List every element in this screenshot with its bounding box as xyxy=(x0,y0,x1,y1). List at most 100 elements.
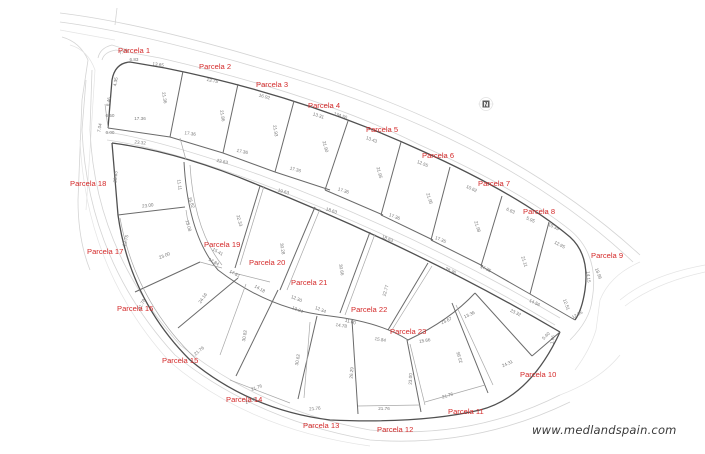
parcel-label-18: Parcela 18 xyxy=(70,179,107,188)
dimension-label: 17.36 xyxy=(236,148,249,155)
dimension-label: 12.51 xyxy=(562,298,571,311)
parcel-label-4: Parcela 4 xyxy=(308,101,341,110)
parcel-label-22: Parcela 22 xyxy=(351,305,388,314)
dimension-label: 7.04 xyxy=(96,122,103,132)
roads xyxy=(59,7,705,447)
dimension-label: 21.95 xyxy=(425,192,433,205)
dimension-label: 1.96 xyxy=(549,334,556,344)
dimension-label: 21.76 xyxy=(378,406,390,411)
parcel-label-1: Parcela 1 xyxy=(118,46,151,55)
parcel-label-11: Parcela 11 xyxy=(448,407,484,416)
svg-text:N: N xyxy=(484,102,489,109)
dimension-label: 13.08 xyxy=(185,219,193,232)
dimension-label: 13.75 xyxy=(206,77,219,84)
dimension-label: 23.67 xyxy=(440,316,453,326)
dimension-label: 21.95 xyxy=(376,166,384,179)
parcel-label-9: Parcela 9 xyxy=(591,251,624,260)
dimension-label: 14.18 xyxy=(254,284,267,294)
dimension-label: 23.63 xyxy=(216,158,229,165)
parcel-label-19: Parcela 19 xyxy=(204,240,241,249)
dimension-label: 6.83 xyxy=(506,206,517,214)
dimension-label: 11.00 xyxy=(344,318,357,326)
dimension-label: 17.36 xyxy=(134,116,146,121)
dimension-label: 12.34 xyxy=(314,305,327,314)
parcel-label-13: Parcela 13 xyxy=(303,421,340,430)
dimension-label: 21.93 xyxy=(272,125,279,138)
dimension-label: 5.95 xyxy=(526,215,537,223)
dimension-label: 21.36 xyxy=(161,92,168,105)
dimension-label: 30.28 xyxy=(279,243,286,256)
dimension-label: 10.35 xyxy=(547,222,560,232)
dimension-label: 17.81 xyxy=(228,269,241,279)
dimension-label: 21.76 xyxy=(193,345,205,357)
north-arrow-icon: N xyxy=(478,97,494,111)
parcel-label-17: Parcela 17 xyxy=(87,247,124,256)
dimension-label: 22.33 xyxy=(236,214,244,227)
dimension-label: 23.00 xyxy=(158,251,171,260)
dimension-label: 13.43 xyxy=(365,135,378,144)
dimension-label: 21.11 xyxy=(520,255,528,268)
dimension-label: 15.66 xyxy=(419,337,432,344)
dimension-label: 15.41 xyxy=(212,247,225,257)
dimension-label: 18.63 xyxy=(381,234,394,243)
dimension-label: 30.66 xyxy=(338,264,345,277)
dimension-label: 18.63 xyxy=(325,206,338,214)
dimension-label: 8.46 xyxy=(105,96,112,106)
dimension-label: 23.32 xyxy=(509,308,522,318)
dimension-label: 22.75 xyxy=(122,234,130,247)
dimension-label: 19.63 xyxy=(277,188,290,196)
dimension-label: 12.55 xyxy=(416,159,429,168)
dimension-label: 13.31 xyxy=(312,111,325,119)
dimension-label: 23.95 xyxy=(456,351,464,364)
dimension-label: 21.90 xyxy=(322,140,330,153)
dimension-label: 30.82 xyxy=(241,329,248,342)
parcel-label-14: Parcela 14 xyxy=(226,395,263,404)
dimension-label: 4.35 xyxy=(112,76,119,86)
parcel-label-7: Parcela 7 xyxy=(478,179,511,188)
parcel-label-12: Parcela 12 xyxy=(377,425,414,434)
dimension-label: 30.62 xyxy=(294,353,301,366)
dimension-label: 6.00 xyxy=(106,130,115,135)
dimension-label: 18.96 xyxy=(594,267,603,280)
dimension-label: 23.32 xyxy=(134,139,146,145)
parcel-label-5: Parcela 5 xyxy=(366,125,399,134)
dimension-label: 14.78 xyxy=(335,322,348,329)
dimension-label: 21.76 xyxy=(441,391,454,399)
dimension-label: 23.00 xyxy=(408,373,413,385)
dimension-label: 13.36 xyxy=(463,310,476,320)
dimension-label: 134.50 xyxy=(333,111,348,120)
dimension-label: 12.30 xyxy=(290,294,303,303)
dimension-label: 17.35 xyxy=(479,264,492,274)
parcel-label-3: Parcela 3 xyxy=(256,80,289,89)
dimension-label: 17.36 xyxy=(337,186,350,194)
parcel-label-21: Parcela 21 xyxy=(291,278,328,287)
parcel-label-2: Parcela 2 xyxy=(199,62,232,71)
dimension-label: 28.36 xyxy=(444,266,457,275)
dimension-label: 7.75 xyxy=(118,48,129,56)
dimension-label: 22.77 xyxy=(382,284,390,297)
parcel-label-10: Parcela 10 xyxy=(520,370,557,379)
dimension-label: 21.76 xyxy=(309,405,321,411)
dimension-label: 23.00 xyxy=(142,202,155,209)
dimension-label: 17.36 xyxy=(184,130,197,137)
dimension-label: 24.31 xyxy=(501,359,514,369)
parcel-label-15: Parcela 15 xyxy=(162,356,199,365)
dimension-label: 10.62 xyxy=(465,184,478,193)
dimension-label: 12.84 xyxy=(208,257,221,267)
dimension-label: 12.85 xyxy=(571,309,584,319)
parcel-label-16: Parcela 16 xyxy=(117,304,154,313)
dimension-label: 14.15 xyxy=(586,271,592,283)
dimension-label: 12.95 xyxy=(553,240,566,250)
dimension-label: 17.36 xyxy=(388,212,401,221)
dimension-label: 11.11 xyxy=(176,179,183,191)
dimension-label: 21.78 xyxy=(137,298,147,311)
dimension-label: 21.98 xyxy=(473,220,481,233)
dimension-label: 13.65 xyxy=(152,61,165,68)
parcel-label-23: Parcela 23 xyxy=(390,327,427,336)
dimension-label: 21.86 xyxy=(219,110,226,123)
dimension-label: 14.56 xyxy=(528,298,541,308)
dimension-label: 21.76 xyxy=(250,383,263,392)
watermark-text: www.medlandspain.com xyxy=(532,423,677,437)
dimension-label: 16.92 xyxy=(258,93,271,101)
